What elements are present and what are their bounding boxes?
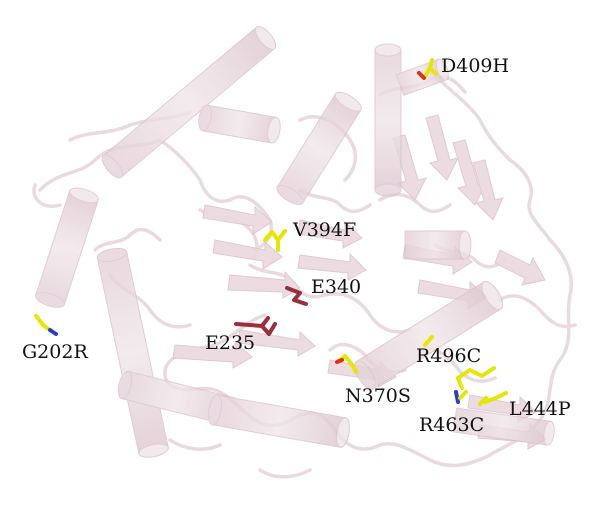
- residue-g202r-sticks: [34, 314, 58, 336]
- label-r496c: R496C: [416, 345, 481, 367]
- label-l444p: L444P: [509, 398, 571, 420]
- residue-sticks: [34, 58, 508, 406]
- residue-l444p-sticks: [478, 391, 508, 406]
- residue-d409h-sticks: [417, 58, 438, 80]
- label-n370s: N370S: [345, 385, 411, 407]
- label-d409h: D409H: [441, 55, 509, 77]
- alpha-helices: [35, 25, 555, 458]
- label-e235: E235: [205, 332, 255, 354]
- residue-e340-sticks: [285, 286, 308, 306]
- residue-r463c-sticks: [454, 366, 496, 404]
- residue-labels: D409H V394F E340 G202R E235 R496C N370S …: [22, 55, 571, 436]
- label-g202r: G202R: [22, 341, 88, 363]
- label-v394f: V394F: [292, 219, 356, 241]
- residue-r496c-sticks: [423, 335, 434, 347]
- residue-v394f-sticks: [263, 229, 287, 252]
- residue-n370s-sticks: [335, 354, 358, 374]
- label-r463c: R463C: [419, 414, 484, 436]
- residue-e235-sticks: [234, 316, 277, 336]
- label-e340: E340: [311, 276, 361, 298]
